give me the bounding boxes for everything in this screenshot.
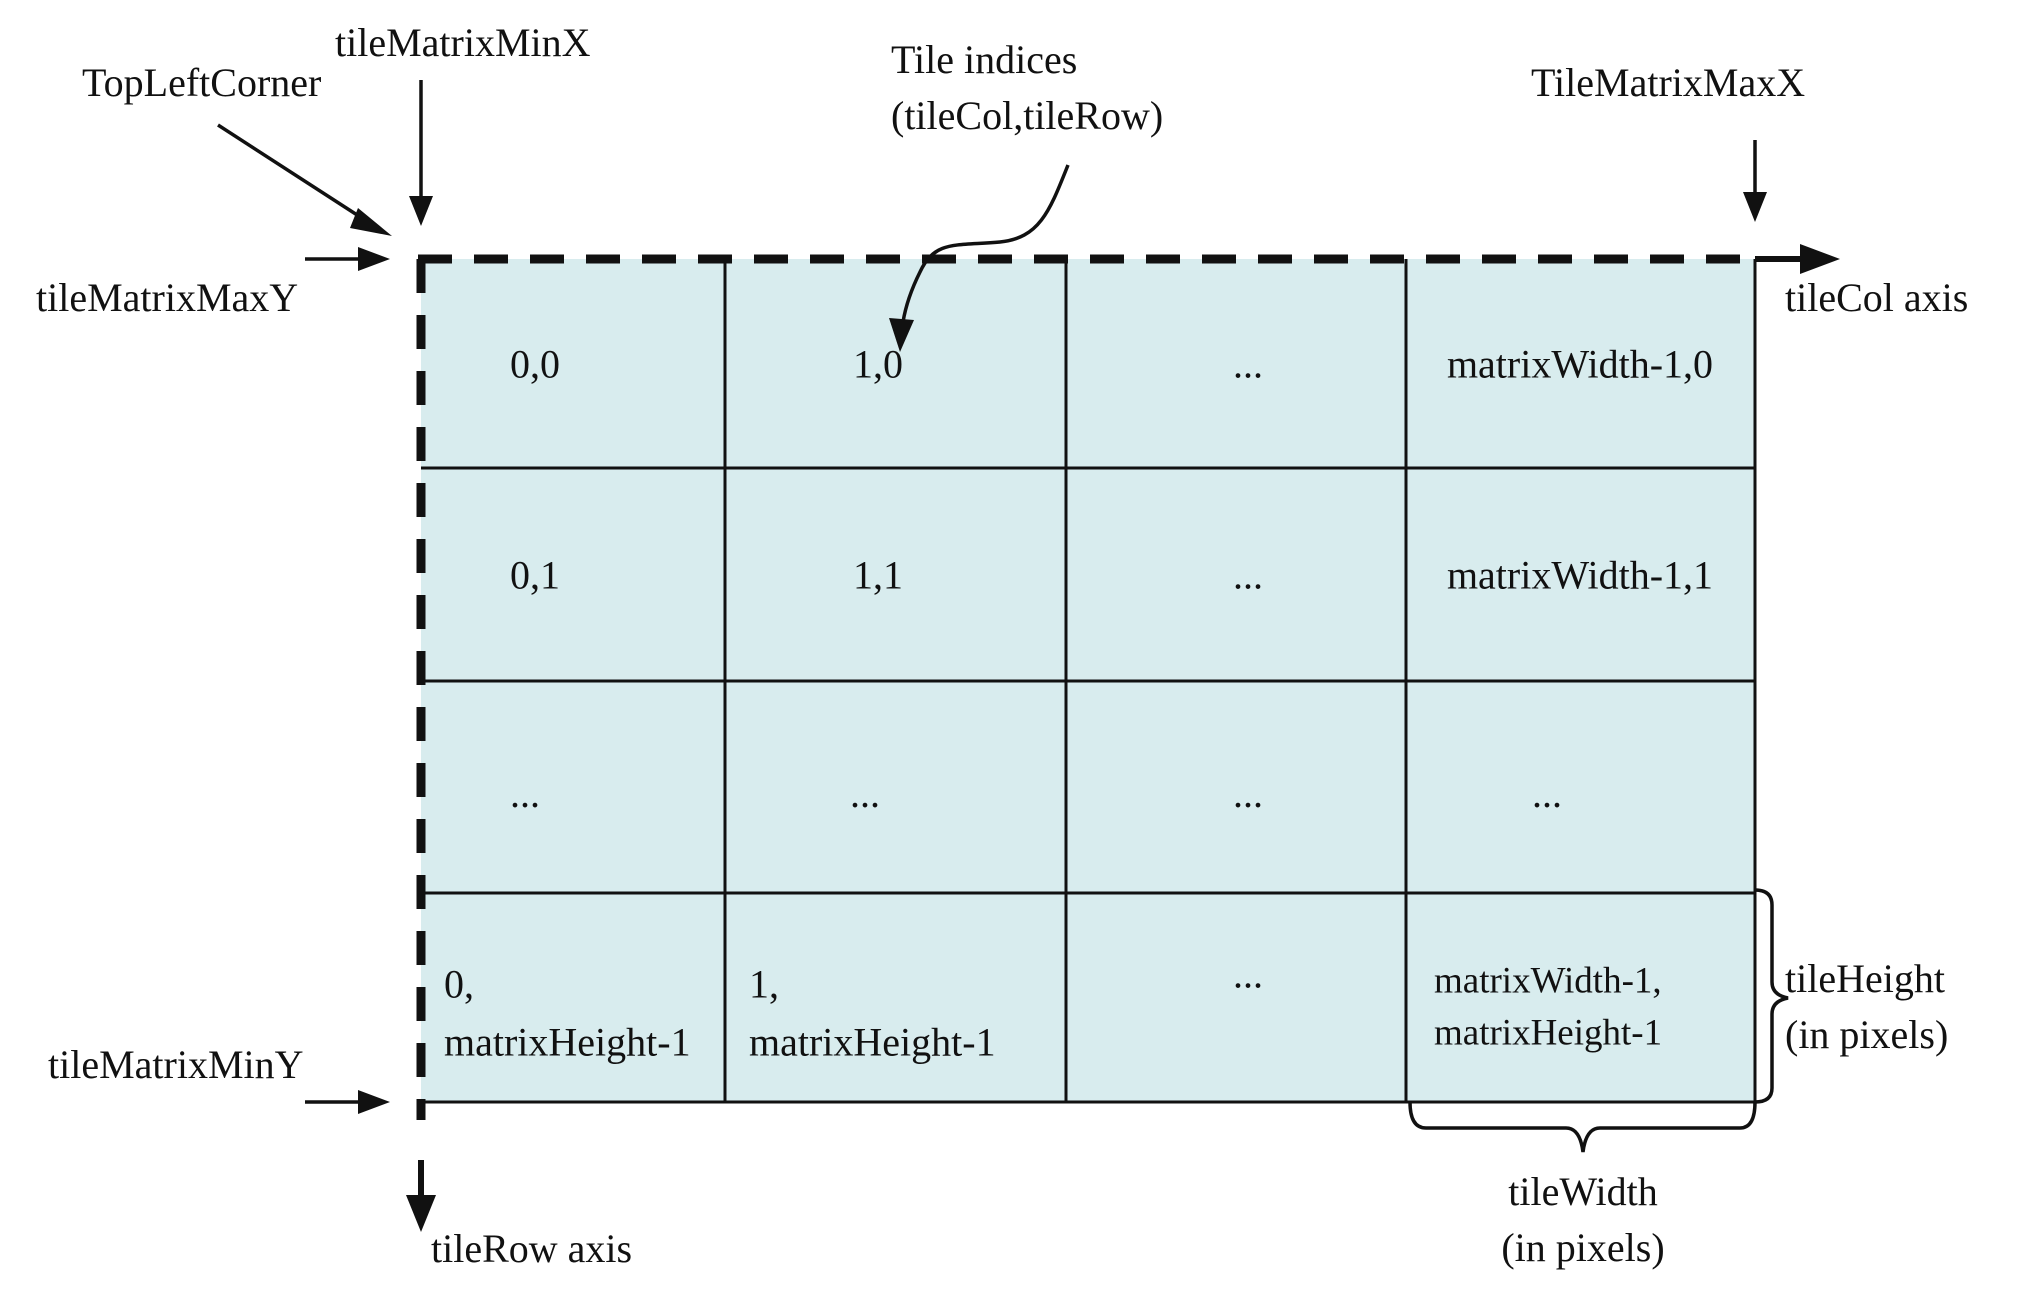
tile-cell: ... — [1233, 771, 1263, 816]
tile-cell-label: 1,0 — [853, 342, 903, 387]
tilecol-axis-arrowhead — [1800, 244, 1840, 274]
tile-cell-label: ... — [510, 771, 540, 816]
tile-cell-label-line2: matrixHeight-1 — [444, 1020, 691, 1065]
tile-cell-label: ... — [1233, 771, 1263, 816]
tile-cell-label-line2: matrixHeight-1 — [1434, 1013, 1662, 1054]
top-left-corner-arrowhead — [350, 208, 392, 236]
tile-cell: matrixWidth-1,1 — [1447, 553, 1713, 598]
tile-cell-label: 1,1 — [853, 553, 903, 598]
tile-cell: 1,1 — [853, 553, 903, 598]
tile-cell-label: ... — [1233, 952, 1263, 997]
tile-matrix-min-y-label: tileMatrixMinY — [48, 1042, 304, 1087]
tile-indices-label-line1: Tile indices — [891, 37, 1077, 82]
tile-cell: ... — [1233, 952, 1263, 997]
top-left-corner-arrow-line — [217, 123, 369, 224]
tile-matrix-max-x-label: TileMatrixMaxX — [1531, 60, 1805, 105]
tilerow-axis-arrowhead — [406, 1195, 436, 1232]
tile-width-label-line2: (in pixels) — [1501, 1225, 1664, 1270]
tile-cell-label: ... — [1233, 342, 1263, 387]
tile-height-brace — [1754, 888, 1789, 1104]
tile-cell-label: matrixWidth-1,1 — [1447, 553, 1713, 598]
tile-cell-label: matrixWidth-1, — [1434, 961, 1662, 1002]
tile-matrix-max-y-label: tileMatrixMaxY — [36, 275, 298, 320]
min-y-arrowhead — [358, 1090, 390, 1114]
tile-indices-arrow-curve — [901, 164, 1070, 323]
tile-cell: ... — [1532, 771, 1562, 816]
tile-cell-label: ... — [1233, 553, 1263, 598]
tile-cell-label: 0, — [444, 962, 474, 1007]
tile-cell: ... — [1233, 553, 1263, 598]
top-left-corner-label: TopLeftCorner — [82, 60, 321, 105]
tile-cell: ... — [1233, 342, 1263, 387]
tile-cell: 0, matrixHeight-1 — [444, 962, 691, 1065]
tile-cell: matrixWidth-1,0 — [1447, 342, 1713, 387]
tile-cell-label: matrixWidth-1,0 — [1447, 342, 1713, 387]
tile-grid: 0,0 1,0... matrixWidth-1,0 0,1 1,1... matrixW… — [421, 259, 1757, 1104]
tile-cell: ... — [510, 771, 540, 816]
tile-cell: 1, matrixHeight-1 — [749, 962, 996, 1065]
min-x-arrowhead — [409, 196, 433, 226]
tile-height-label-line1: tileHeight — [1785, 956, 1945, 1001]
tile-cell: 0,1 — [510, 553, 560, 598]
tile-width-brace — [1408, 1101, 1757, 1153]
tile-cell-label: ... — [850, 771, 880, 816]
tile-cell: 0,0 — [510, 342, 560, 387]
tile-cell: 1,0 — [853, 342, 903, 387]
tile-indices-label-line2: (tileCol,tileRow) — [891, 93, 1163, 138]
tile-height-label-line2: (in pixels) — [1785, 1012, 1948, 1057]
tile-matrix-min-x-label: tileMatrixMinX — [335, 20, 591, 65]
tile-cell-label: 1, — [749, 962, 779, 1007]
tile-row-axis-label: tileRow axis — [431, 1226, 632, 1271]
max-x-arrowhead — [1743, 192, 1767, 222]
tile-width-label-line1: tileWidth — [1508, 1169, 1657, 1214]
max-y-arrowhead — [358, 247, 390, 271]
tile-cell: matrixWidth-1, matrixHeight-1 — [1434, 961, 1662, 1054]
tile-col-axis-label: tileCol axis — [1785, 275, 1968, 320]
tile-cell-label-line2: matrixHeight-1 — [749, 1020, 996, 1065]
tile-cell-label: 0,1 — [510, 553, 560, 598]
tile-cell-label: 0,0 — [510, 342, 560, 387]
tile-cell: ... — [850, 771, 880, 816]
tile-indices-arrowhead — [889, 318, 914, 352]
tile-cell-label: ... — [1532, 771, 1562, 816]
